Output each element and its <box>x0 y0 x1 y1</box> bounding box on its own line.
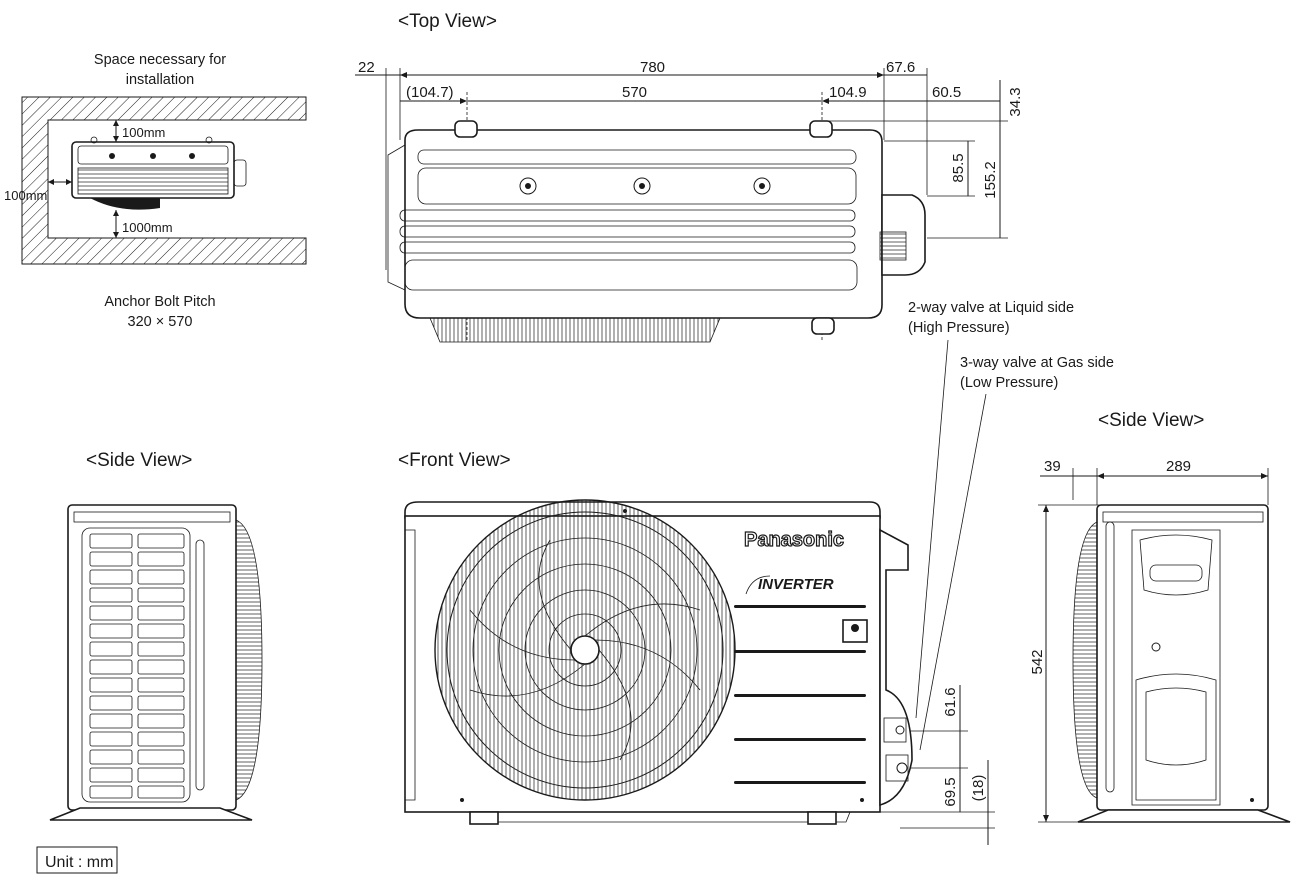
brand-logo: Panasonic <box>744 529 844 551</box>
dim-60-5: 60.5 <box>932 84 961 101</box>
dim-542: 542 <box>1029 649 1046 674</box>
dim-155-2: 155.2 <box>982 161 999 199</box>
top-view-title: <Top View> <box>398 11 497 32</box>
dim-69-5: 69.5 <box>942 777 959 806</box>
front-view: <Front View> Panasonic INVERTER <box>398 450 995 845</box>
valve-gas-line2: (Low Pressure) <box>960 375 1058 391</box>
clearance-front-label: 1000mm <box>122 220 173 235</box>
wall-hatch <box>22 97 306 264</box>
dim-289: 289 <box>1166 458 1191 475</box>
installation-title-line1: Space necessary for <box>94 52 226 68</box>
side-view-left: <Side View> <box>49 450 263 821</box>
clearance-left-label: 100mm <box>4 188 47 203</box>
wall-outline <box>21 96 307 265</box>
side-view-left-title: <Side View> <box>86 450 192 471</box>
installation-diagram: Space necessary for installation 100mm 1… <box>4 52 307 330</box>
dim-570: 570 <box>622 84 647 101</box>
dim-104-9: 104.9 <box>829 84 867 101</box>
side-view-right: <Side View> 39 289 542 <box>1029 410 1291 823</box>
dim-85-5: 85.5 <box>950 153 967 182</box>
valve-liquid-line1: 2-way valve at Liquid side <box>908 300 1074 316</box>
installation-unit <box>71 136 247 210</box>
front-view-title: <Front View> <box>398 450 511 471</box>
dim-39: 39 <box>1044 458 1061 475</box>
top-view: <Top View> 22 780 67.6 (104.7) 570 104.9… <box>355 11 1024 343</box>
fan-hub <box>570 635 600 665</box>
installation-title-line2: installation <box>126 72 195 88</box>
valve-labels: 2-way valve at Liquid side (High Pressur… <box>908 300 1114 751</box>
dim-104-7: (104.7) <box>406 84 454 101</box>
dim-18: (18) <box>970 775 987 802</box>
unit-label: Unit : mm <box>36 846 118 874</box>
side-view-right-title: <Side View> <box>1098 410 1204 431</box>
dim-22: 22 <box>358 59 375 76</box>
dim-780: 780 <box>640 59 665 76</box>
series-logo: INVERTER <box>758 576 834 593</box>
anchor-line2: 320 × 570 <box>128 314 193 330</box>
valve-gas-line1: 3-way valve at Gas side <box>960 355 1114 371</box>
dim-34-3: 34.3 <box>1007 87 1024 116</box>
anchor-line1: Anchor Bolt Pitch <box>104 294 215 310</box>
side-grille-slats <box>89 533 185 799</box>
dim-67-6: 67.6 <box>886 59 915 76</box>
dim-61-6: 61.6 <box>942 687 959 716</box>
clearance-top-label: 100mm <box>122 125 165 140</box>
valve-liquid-line2: (High Pressure) <box>908 320 1010 336</box>
unit-label-text: Unit : mm <box>45 854 113 871</box>
